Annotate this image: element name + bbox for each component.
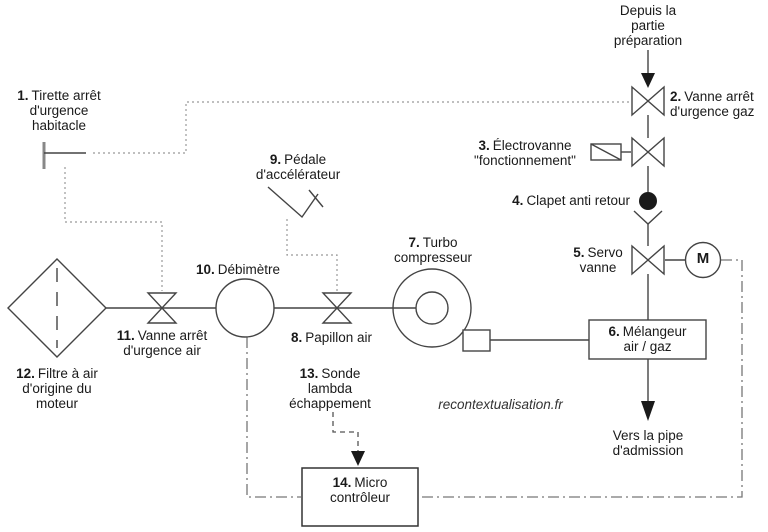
turbo-hub-symbol	[415, 291, 449, 325]
signal-line-lambda-to-controller	[332, 412, 359, 451]
servo-valve-symbol	[631, 244, 665, 276]
label-14-micro-controleur: 14.Micro contrôleur	[329, 475, 391, 506]
label-9-pedale: 9.Pédale d'accélérateur	[255, 152, 341, 183]
label-10-debimetre: 10.Débimètre	[196, 262, 281, 277]
inlet-arrowhead-icon	[641, 73, 655, 88]
control-line-pedal-to-throttle	[286, 219, 338, 291]
gas-emergency-valve-symbol	[631, 85, 665, 117]
lambda-arrowhead-icon	[351, 451, 365, 466]
motor-label: M	[696, 250, 710, 267]
label-6-melangeur: 6.Mélangeur air / gaz	[608, 324, 687, 355]
throttle-valve-symbol	[321, 292, 353, 324]
label-11-vanne-air: 11.Vanne arrêt d'urgence air	[116, 328, 208, 359]
control-line-tirette-to-gas-valve	[93, 101, 630, 154]
label-3-electrovanne: 3.Électrovanne "fonctionnement"	[474, 138, 576, 169]
label-7-turbo: 7.Turbo compresseur	[393, 235, 473, 266]
label-2-vanne-gaz: 2.Vanne arrêt d'urgence gaz	[670, 89, 755, 120]
label-12-filtre: 12.Filtre à air d'origine du moteur	[16, 366, 98, 412]
turbo-outlet-symbol	[462, 329, 491, 352]
solenoid-valve-symbol	[590, 136, 665, 168]
signal-line-controller-to-servo	[419, 259, 743, 498]
label-1-tirette: 1.Tirette arrêt d'urgence habitacle	[17, 88, 101, 134]
emergency-air-valve-symbol	[146, 292, 178, 324]
source-label: Depuis la partie préparation	[613, 3, 683, 49]
label-13-sonde: 13.Sonde lambda échappement	[289, 366, 371, 412]
flowmeter-symbol	[215, 278, 275, 338]
label-8-papillon: 8.Papillon air	[291, 330, 373, 345]
controller-box	[301, 467, 419, 527]
label-4-clapet: 4.Clapet anti retour	[512, 193, 630, 208]
check-valve-symbol	[633, 192, 663, 225]
mixer-box	[588, 319, 707, 360]
destination-label: Vers la pipe d'admission	[612, 428, 684, 459]
outlet-arrowhead-icon	[641, 401, 655, 421]
signal-line-flowmeter-to-controller	[246, 337, 301, 498]
accelerator-pedal-symbol	[267, 186, 324, 219]
motor-symbol	[684, 241, 722, 279]
watermark-text: recontextualisation.fr	[438, 397, 563, 412]
label-5-servo-vanne: 5.Servo vanne	[573, 245, 623, 276]
control-line-tirette-to-air-valve	[64, 167, 163, 291]
pull-handle-symbol	[42, 142, 86, 169]
